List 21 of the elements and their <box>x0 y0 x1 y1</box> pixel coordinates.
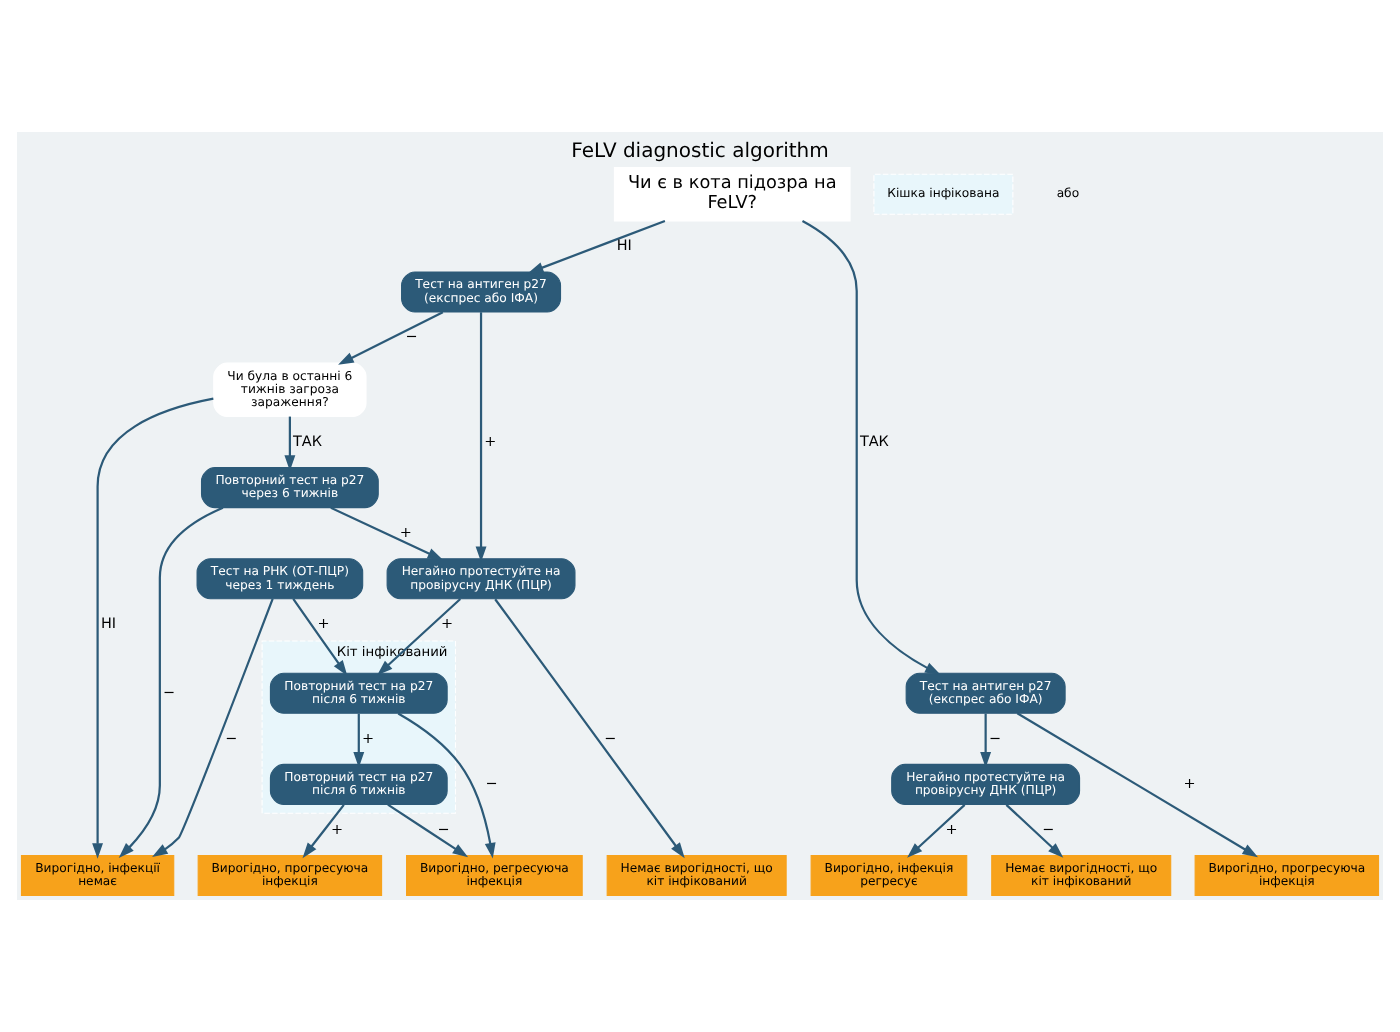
diagram-title: FeLV diagnostic algorithm <box>571 140 829 163</box>
arrow <box>475 312 487 563</box>
arrow <box>292 598 348 676</box>
arrow <box>338 311 444 365</box>
arrow <box>397 712 496 859</box>
arrow <box>527 219 666 274</box>
arrow <box>302 804 345 859</box>
arrow <box>152 598 274 858</box>
arrow <box>284 416 296 471</box>
arrow <box>494 598 685 859</box>
arrow <box>330 506 444 561</box>
arrow <box>353 713 365 768</box>
arrow <box>387 803 469 858</box>
arrow <box>1016 712 1259 858</box>
node-box: Чи є в кота підозра на FeLV? <box>613 167 851 222</box>
arrow <box>1005 804 1064 858</box>
arrow <box>907 804 966 858</box>
arrow <box>801 220 941 675</box>
arrow <box>118 506 224 858</box>
arrow <box>980 713 992 768</box>
arrow <box>92 397 214 859</box>
